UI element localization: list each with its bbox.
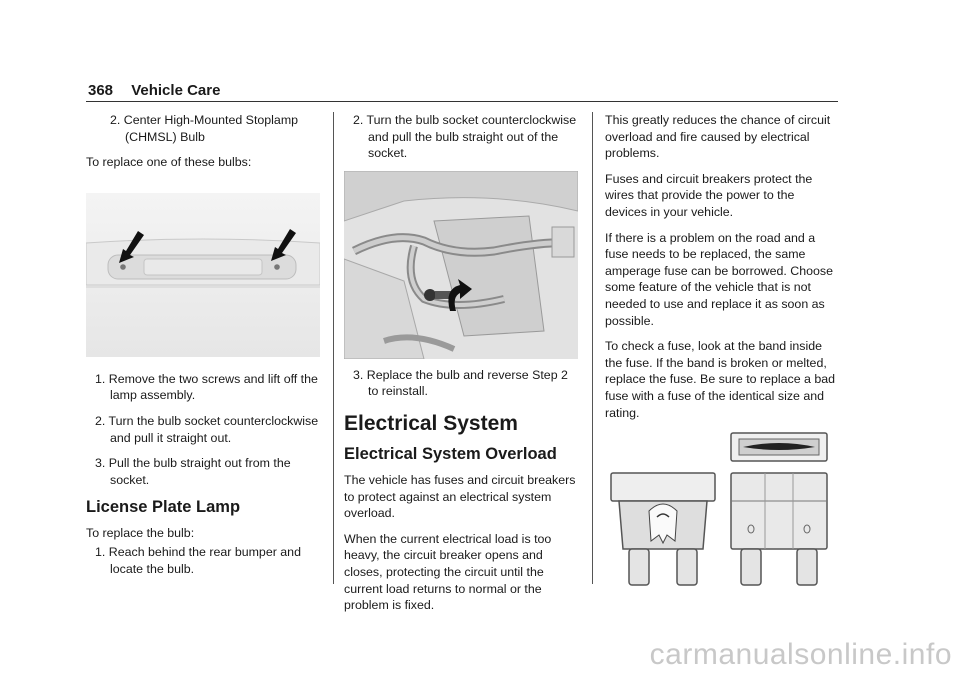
stoplamp-figure	[86, 192, 320, 357]
intro-text: To replace one of these bulbs:	[86, 155, 252, 170]
column-divider-1	[333, 112, 334, 584]
col3-para-3: If there is a problem on the road and a …	[605, 230, 833, 328]
column-3: This greatly reduces the chance of circu…	[605, 112, 839, 611]
fuse-figure	[610, 432, 828, 586]
step-3: 3. Pull the bulb straight out from the s…	[95, 456, 291, 487]
header-rule	[86, 101, 838, 102]
col3-para-1: This greatly reduces the chance of circu…	[605, 113, 831, 161]
watermark: carmanualsonline.info	[649, 638, 952, 671]
step-1: 1. Remove the two screws and lift off th…	[95, 371, 318, 403]
col3-para-2: Fuses and circuit breakers protect the w…	[605, 171, 813, 219]
license-plate-heading: License Plate Lamp	[86, 498, 241, 517]
step-b1: 1. Reach behind the rear bumper and loca…	[95, 544, 301, 576]
section-title: Vehicle Care	[131, 82, 221, 99]
step-3b: 3. Replace the bulb and reverse Step 2 t…	[353, 367, 568, 399]
column-2: 2. Turn the bulb socket counterclockwise…	[344, 112, 580, 623]
step-chmsl: 2. Center High-Mounted Stoplamp (CHMSL) …	[110, 113, 299, 144]
step-2b: 2. Turn the bulb socket counterclockwise…	[353, 113, 577, 161]
col3-para-4: To check a fuse, look at the band inside…	[605, 339, 836, 420]
bulb-socket-figure	[344, 170, 578, 359]
page-header: 368 Vehicle Care	[88, 82, 220, 99]
intro-text-2: To replace the bulb:	[86, 526, 195, 541]
overload-para-2: When the current electrical load is too …	[344, 531, 552, 613]
overload-heading: Electrical System Overload	[344, 444, 557, 463]
page-number: 368	[88, 82, 114, 99]
column-1: 2. Center High-Mounted Stoplamp (CHMSL) …	[86, 112, 322, 586]
step-2: 2. Turn the bulb socket counterclockwise…	[95, 413, 319, 445]
electrical-system-heading: Electrical System	[344, 411, 518, 435]
overload-para-1: The vehicle has fuses and circuit breake…	[344, 472, 576, 521]
column-divider-2	[592, 112, 593, 584]
